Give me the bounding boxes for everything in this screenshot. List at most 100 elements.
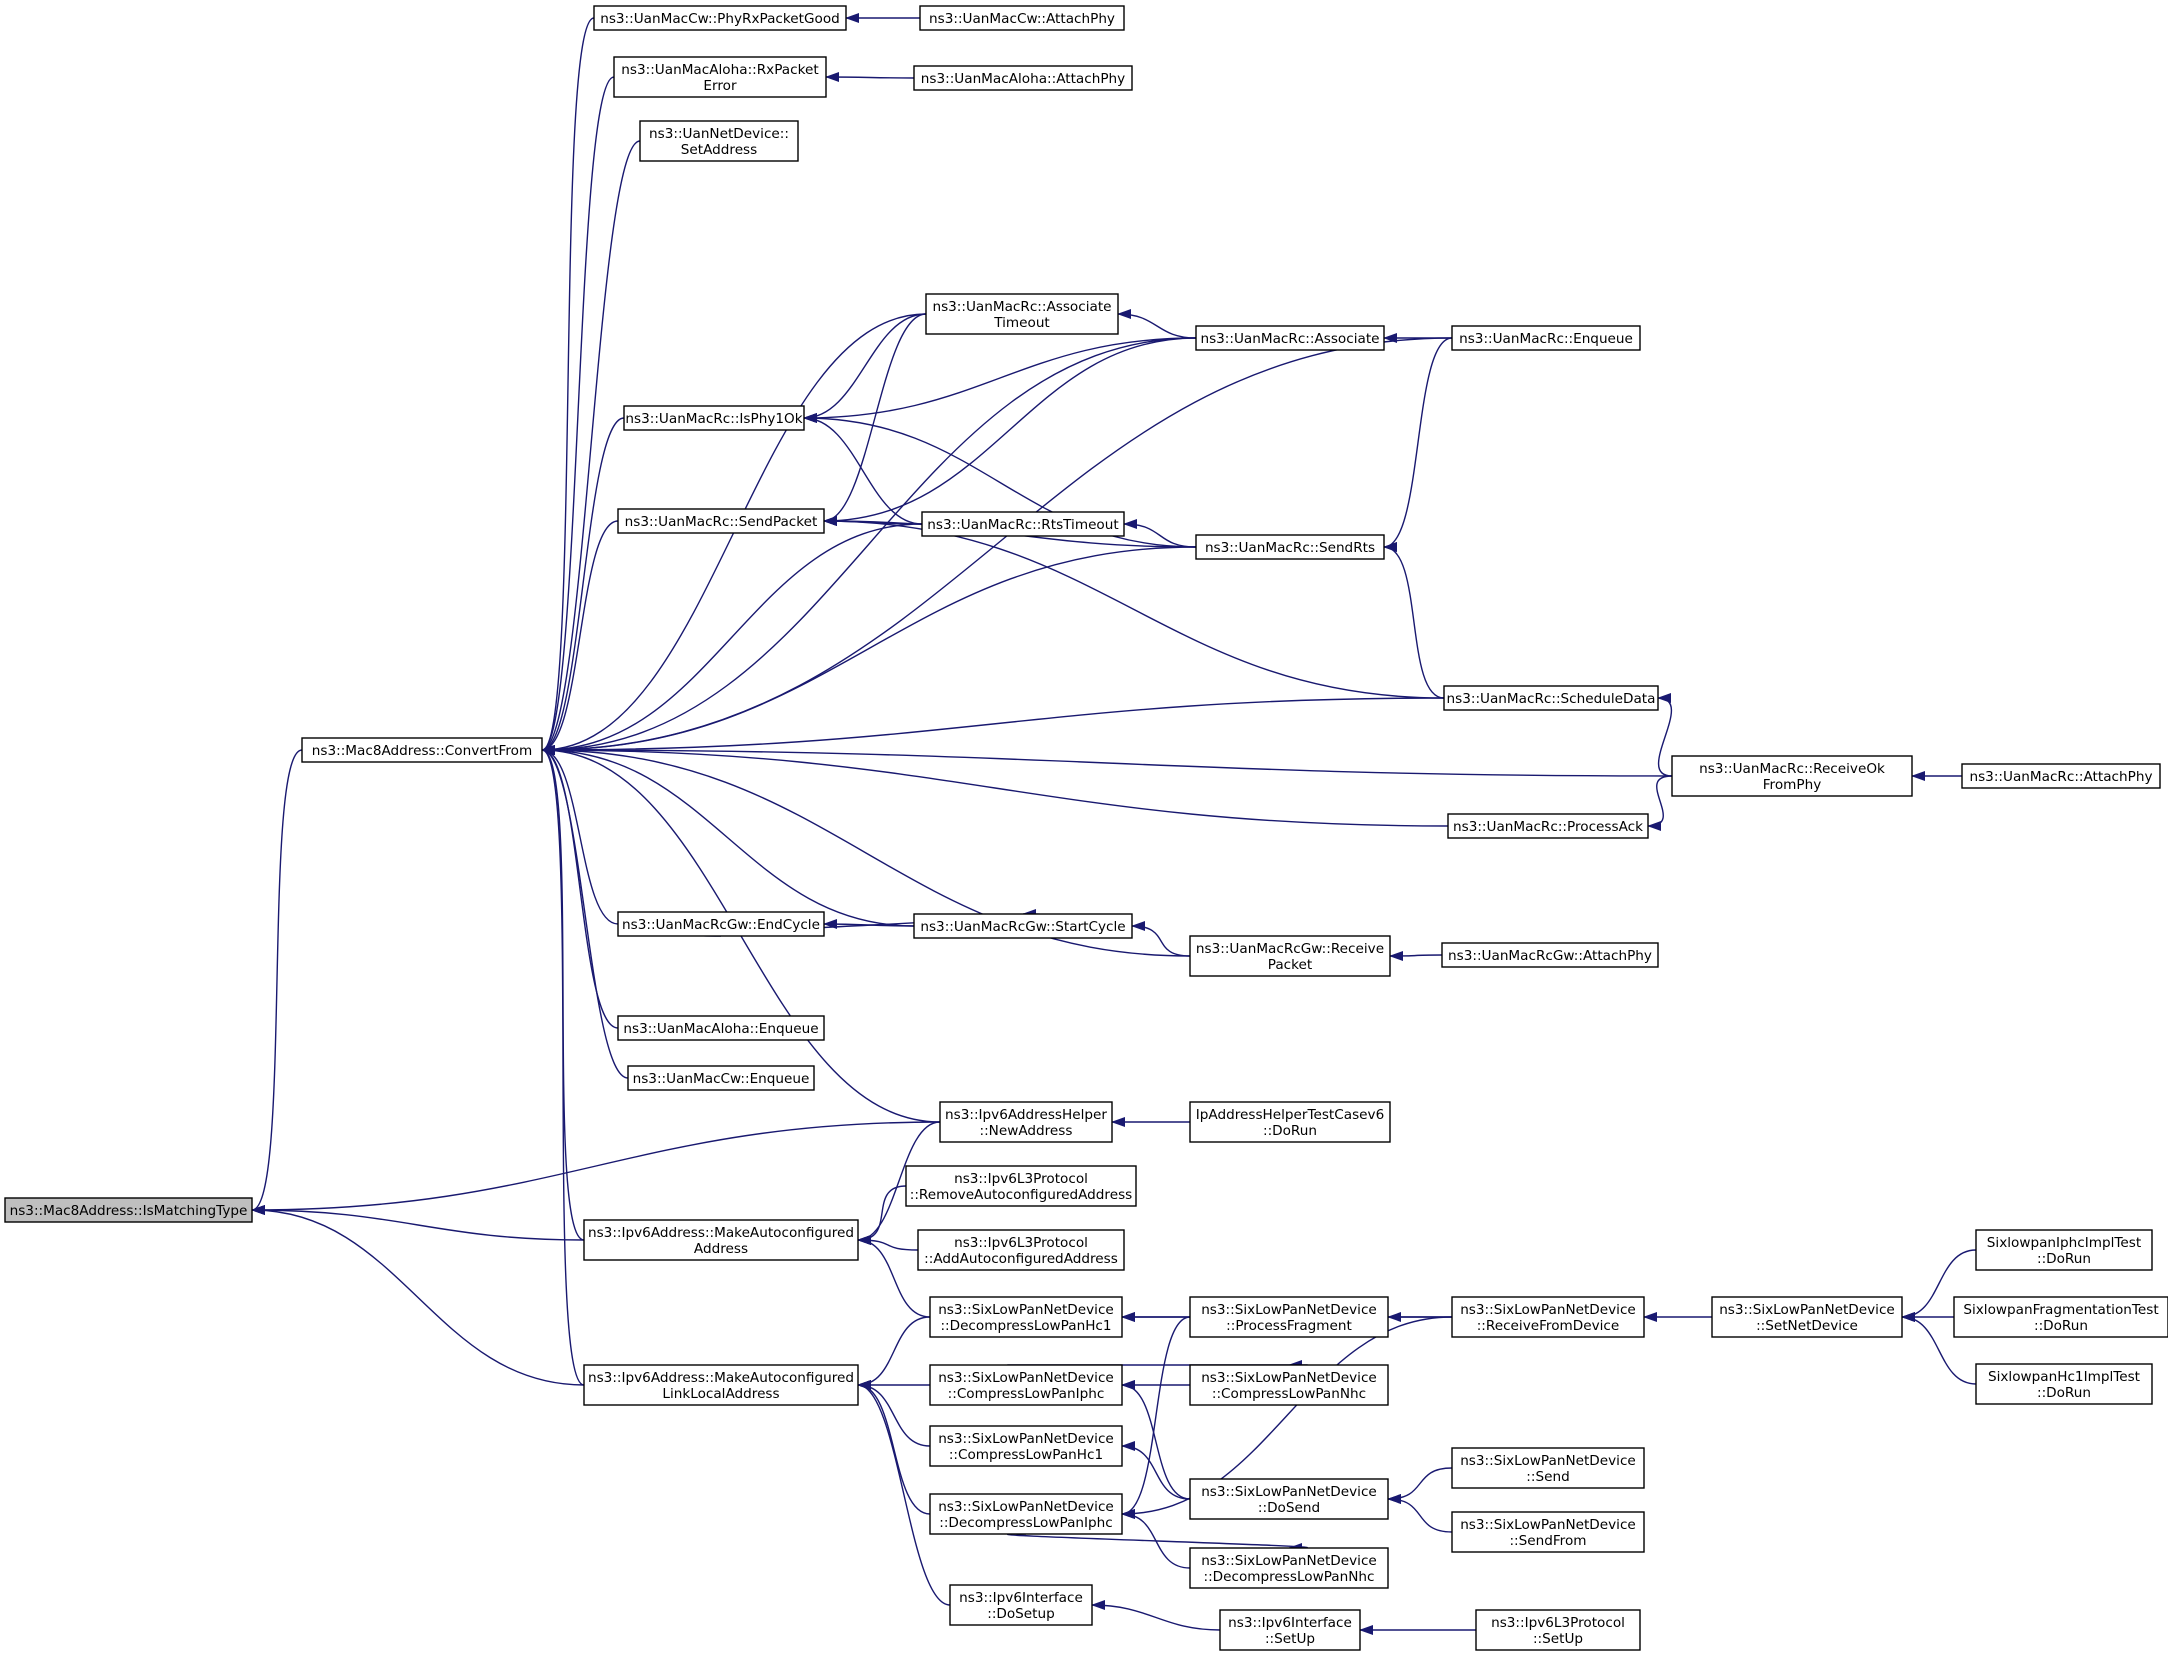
graph-node-endcycle[interactable]: ns3::UanMacRcGw::EndCycle	[617, 911, 825, 937]
graph-node-send[interactable]: ns3::SixLowPanNetDevice::Send	[1451, 1447, 1645, 1489]
node-label: ::ReceiveFromDevice	[1477, 1318, 1620, 1334]
node-label: ::SendFrom	[1509, 1533, 1586, 1549]
node-label: ::CompressLowPanNhc	[1212, 1386, 1366, 1402]
node-label: ns3::Mac8Address::ConvertFrom	[312, 743, 532, 759]
node-label: ::DoRun	[2037, 1385, 2091, 1401]
edge-convertfrom-rtstimeout	[541, 523, 923, 755]
node-label: ns3::Ipv6L3Protocol	[954, 1235, 1088, 1251]
node-label: SetAddress	[681, 142, 757, 158]
edge-make_ll-decomp_hc1	[857, 1316, 931, 1390]
graph-node-rc_enqueue[interactable]: ns3::UanMacRc::Enqueue	[1451, 325, 1641, 351]
graph-node-l3_remove[interactable]: ns3::Ipv6L3Protocol::RemoveAutoconfigure…	[905, 1165, 1137, 1207]
graph-node-sendrts[interactable]: ns3::UanMacRc::SendRts	[1195, 534, 1385, 560]
graph-node-iphc_test[interactable]: SixlowpanIphcImplTest::DoRun	[1975, 1229, 2153, 1271]
graph-node-cw_attach[interactable]: ns3::UanMacCw::AttachPhy	[919, 5, 1125, 31]
node-label: Error	[703, 78, 737, 94]
node-box	[1451, 325, 1641, 351]
node-label: ns3::UanMacRc::Associate	[932, 299, 1111, 315]
node-label: ns3::Ipv6L3Protocol	[1491, 1615, 1625, 1631]
graph-node-aloha_attach[interactable]: ns3::UanMacAloha::AttachPhy	[913, 65, 1133, 91]
graph-node-decomp_iphc[interactable]: ns3::SixLowPanNetDevice::DecompressLowPa…	[929, 1493, 1123, 1535]
edge-make_auto-l3_remove	[857, 1185, 907, 1245]
graph-node-l3_setup[interactable]: ns3::Ipv6L3Protocol::SetUp	[1475, 1609, 1641, 1651]
graph-node-convertfrom[interactable]: ns3::Mac8Address::ConvertFrom	[301, 737, 543, 763]
graph-node-startcycle[interactable]: ns3::UanMacRcGw::StartCycle	[913, 913, 1133, 939]
graph-node-procfrag[interactable]: ns3::SixLowPanNetDevice::ProcessFragment	[1189, 1296, 1389, 1338]
graph-node-dosend[interactable]: ns3::SixLowPanNetDevice::DoSend	[1189, 1478, 1389, 1520]
edge-sendpacket-associate	[823, 337, 1197, 526]
graph-node-comp_hc1[interactable]: ns3::SixLowPanNetDevice::CompressLowPanH…	[929, 1425, 1123, 1467]
graph-node-scheduledata[interactable]: ns3::UanMacRc::ScheduleData	[1443, 685, 1659, 711]
graph-node-sendpacket[interactable]: ns3::UanMacRc::SendPacket	[617, 508, 825, 534]
node-label: ns3::UanMacAloha::Enqueue	[623, 1021, 818, 1037]
graph-node-iphelper_test[interactable]: IpAddressHelperTestCasev6::DoRun	[1189, 1101, 1391, 1143]
node-label: ns3::SixLowPanNetDevice	[1460, 1453, 1636, 1469]
node-label: ::Send	[1526, 1469, 1569, 1485]
node-label: ns3::SixLowPanNetDevice	[938, 1499, 1114, 1515]
node-box	[623, 405, 805, 431]
node-label: FromPhy	[1763, 777, 1822, 793]
edge-convertfrom-phyrxgood	[541, 17, 595, 755]
graph-node-make_auto[interactable]: ns3::Ipv6Address::MakeAutoconfiguredAddr…	[583, 1219, 859, 1261]
node-box	[1975, 1229, 2153, 1271]
edge-root-make_ll	[251, 1205, 585, 1386]
edge-make_ll-comp_hc1	[857, 1380, 931, 1447]
graph-node-processack[interactable]: ns3::UanMacRc::ProcessAck	[1447, 813, 1649, 839]
node-box	[1711, 1296, 1903, 1338]
node-box	[639, 120, 799, 162]
node-label: ns3::SixLowPanNetDevice	[1201, 1484, 1377, 1500]
edge-comp_hc1-dosend	[1121, 1441, 1191, 1500]
node-layer: ns3::Mac8Address::IsMatchingTypens3::Mac…	[4, 5, 2168, 1651]
node-box	[1447, 813, 1649, 839]
edge-convertfrom-gw_receive	[541, 745, 1191, 957]
graph-node-rc_attach[interactable]: ns3::UanMacRc::AttachPhy	[1961, 763, 2161, 789]
node-label: ::DecompressLowPanIphc	[939, 1515, 1113, 1531]
graph-node-aloha_enqueue[interactable]: ns3::UanMacAloha::Enqueue	[617, 1015, 825, 1041]
graph-node-setnetdev[interactable]: ns3::SixLowPanNetDevice::SetNetDevice	[1711, 1296, 1903, 1338]
node-box	[583, 1364, 859, 1406]
edge-make_ll-decomp_iphc	[857, 1380, 931, 1515]
edge-convertfrom-receiveok	[541, 745, 1673, 777]
edge-dosend-send	[1387, 1467, 1453, 1504]
graph-node-decomp_nhc[interactable]: ns3::SixLowPanNetDevice::DecompressLowPa…	[1189, 1547, 1389, 1589]
node-label: ns3::UanMacAloha::AttachPhy	[921, 71, 1125, 87]
graph-node-make_ll[interactable]: ns3::Ipv6Address::MakeAutoconfiguredLink…	[583, 1364, 859, 1406]
graph-node-recvfromdev[interactable]: ns3::SixLowPanNetDevice::ReceiveFromDevi…	[1451, 1296, 1645, 1338]
node-box	[593, 5, 847, 31]
node-box	[627, 1065, 815, 1091]
node-label: ns3::Ipv6Address::MakeAutoconfigured	[588, 1370, 854, 1386]
graph-node-rtstimeout[interactable]: ns3::UanMacRc::RtsTimeout	[921, 511, 1125, 537]
node-box	[1443, 685, 1659, 711]
graph-node-l3_add[interactable]: ns3::Ipv6L3Protocol::AddAutoconfiguredAd…	[917, 1229, 1125, 1271]
graph-node-ipv6helper_new[interactable]: ns3::Ipv6AddressHelper::NewAddress	[939, 1101, 1113, 1143]
graph-node-associate[interactable]: ns3::UanMacRc::Associate	[1195, 325, 1385, 351]
node-label: ns3::UanMacRc::ScheduleData	[1447, 691, 1656, 707]
node-box	[925, 293, 1119, 335]
graph-node-ipv6if_setup[interactable]: ns3::Ipv6Interface::SetUp	[1219, 1609, 1361, 1651]
edge-isphy1ok-rtstimeout	[803, 413, 923, 525]
graph-node-netdev_setaddr[interactable]: ns3::UanNetDevice::SetAddress	[639, 120, 799, 162]
graph-node-cw_enqueue[interactable]: ns3::UanMacCw::Enqueue	[627, 1065, 815, 1091]
node-box	[1189, 1547, 1389, 1589]
graph-node-sendfrom[interactable]: ns3::SixLowPanNetDevice::SendFrom	[1451, 1511, 1645, 1553]
graph-node-comp_nhc[interactable]: ns3::SixLowPanNetDevice::CompressLowPanN…	[1189, 1364, 1389, 1406]
edge-isphy1ok-associate	[803, 337, 1197, 423]
edge-convertfrom-aloha_rxerr	[541, 76, 615, 755]
graph-node-decomp_hc1[interactable]: ns3::SixLowPanNetDevice::DecompressLowPa…	[929, 1296, 1123, 1338]
graph-node-ipv6if_dosetup[interactable]: ns3::Ipv6Interface::DoSetup	[949, 1584, 1093, 1626]
graph-node-frag_test[interactable]: SixlowpanFragmentationTest::DoRun	[1953, 1296, 2168, 1338]
node-label: ::CompressLowPanIphc	[948, 1386, 1105, 1402]
graph-node-gw_attach[interactable]: ns3::UanMacRcGw::AttachPhy	[1441, 942, 1659, 968]
node-box	[1975, 1363, 2153, 1405]
graph-node-phyrxgood[interactable]: ns3::UanMacCw::PhyRxPacketGood	[593, 5, 847, 31]
graph-node-hc1_test[interactable]: SixlowpanHc1ImplTest::DoRun	[1975, 1363, 2153, 1405]
node-label: ns3::UanMacAloha::RxPacket	[621, 62, 818, 78]
graph-node-isphy1ok[interactable]: ns3::UanMacRc::IsPhy1Ok	[623, 405, 805, 431]
node-box	[1195, 534, 1385, 560]
edge-convertfrom-make_ll	[541, 745, 585, 1386]
graph-node-comp_iphc[interactable]: ns3::SixLowPanNetDevice::CompressLowPanI…	[929, 1364, 1123, 1406]
